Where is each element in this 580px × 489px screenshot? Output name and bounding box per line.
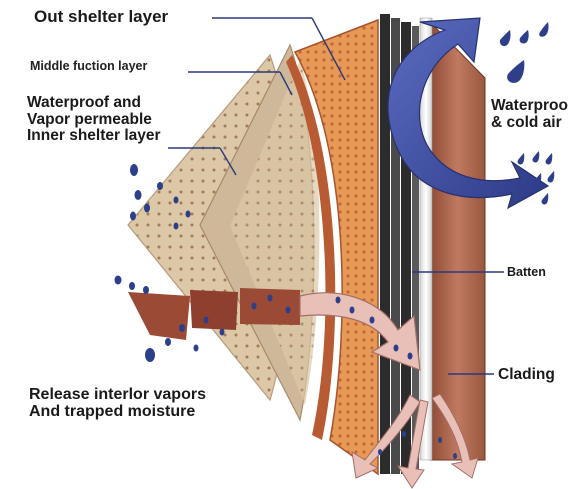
- waterproof-cold-air-label: Waterproo & cold air: [491, 98, 568, 131]
- out-shelter-layer-label: Out shelter layer: [34, 8, 168, 26]
- batten-label: Batten: [507, 266, 546, 280]
- release-vapors-label: Release interlor vapors And trapped mois…: [29, 386, 206, 421]
- cladding-panel: [420, 18, 485, 460]
- clading-label: Clading: [498, 367, 555, 384]
- middle-function-layer-label: Middle fuction layer: [30, 60, 147, 74]
- inner-shelter-layer-label: Waterproof and Vapor permeable Inner she…: [27, 95, 161, 145]
